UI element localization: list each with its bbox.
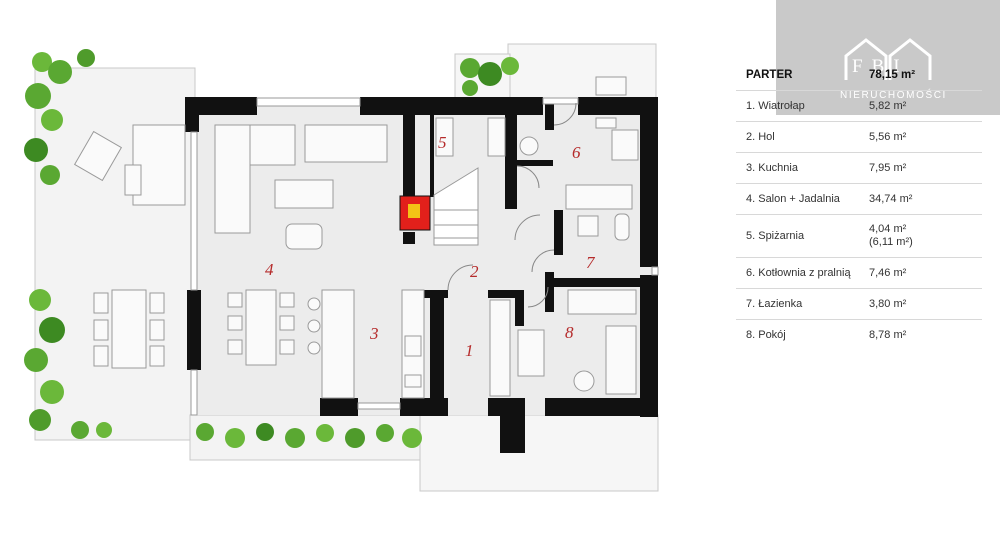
room-area: 5,56 m² (869, 130, 907, 143)
lounge-chair (73, 130, 123, 182)
room-number-4: 4 (265, 260, 274, 279)
room-area: 5,82 m² (869, 99, 907, 112)
table-row: 1. Wiatrołap 5,82 m² (736, 91, 982, 122)
table-row: 5. Spiżarnia 4,04 m² (6,11 m²) (736, 215, 982, 258)
logo-panel: FBI NIERUCHOMOŚCI (776, 0, 1000, 115)
table-header: PARTER 78,15 m² (736, 60, 982, 91)
house-logo-icon (844, 38, 932, 80)
living-room-furniture (214, 124, 425, 399)
room-area-table: PARTER 78,15 m² 1. Wiatrołap 5,82 m² 2. … (736, 60, 982, 350)
room-number-5: 5 (438, 133, 447, 152)
room-name: 2. Hol (746, 131, 775, 143)
boiler (399, 195, 431, 231)
shoe-cabinet (489, 299, 511, 397)
terrace-back-right (507, 43, 657, 101)
room-area: 4,04 m² (6,11 m²) (869, 223, 913, 249)
room-number-3: 3 (369, 324, 379, 343)
terrace-furniture (73, 76, 627, 369)
room-number-2: 2 (470, 262, 479, 281)
outdoor-dining-table (111, 289, 147, 369)
table-row: 7. Łazienka 3,80 m² (736, 289, 982, 320)
side-table (573, 370, 595, 392)
fixtures (399, 117, 639, 397)
room-number-7: 7 (586, 253, 596, 272)
room-area: 7,95 m² (869, 161, 907, 174)
table-row: 8. Pokój 8,78 m² (736, 320, 982, 350)
room-area: 3,80 m² (869, 297, 907, 310)
toilet (519, 136, 539, 156)
table-row: 3. Kuchnia 7,95 m² (736, 153, 982, 184)
table-row: 2. Hol 5,56 m² (736, 122, 982, 153)
room-number-1: 1 (465, 341, 474, 360)
room-name: 4. Salon + Jadalnia (746, 193, 840, 205)
room-name: 8. Pokój (746, 329, 786, 341)
room-area: 34,74 m² (869, 192, 913, 205)
room-area: 7,46 m² (869, 266, 907, 279)
room-name: 6. Kotłownia z pralnią (746, 267, 851, 279)
kitchen-island (321, 289, 355, 399)
room-number-8: 8 (565, 323, 574, 342)
logo-caption: NIERUCHOMOŚCI (840, 90, 947, 101)
door-swings (447, 102, 577, 308)
staircase (433, 167, 479, 246)
room-area: 8,78 m² (869, 328, 907, 341)
pantry-shelf (435, 117, 454, 157)
wardrobe (567, 289, 637, 315)
interior-walls (403, 100, 643, 400)
floor-name: PARTER (746, 69, 793, 81)
room-name: 7. Łazienka (746, 298, 803, 310)
room-number-6: 6 (572, 143, 581, 162)
room-name: 5. Spiżarnia (746, 230, 805, 242)
table-row: 6. Kotłownia z pralnią 7,46 m² (736, 258, 982, 289)
dining-table (245, 289, 277, 366)
entry-porch (419, 414, 659, 492)
room-name: 3. Kuchnia (746, 162, 798, 174)
total-area: 78,15 m² (869, 68, 916, 81)
coffee-table (274, 179, 334, 209)
room-area-alt-value: (6,11 m²) (869, 236, 913, 248)
room-area-value: 4,04 m² (869, 223, 907, 235)
garden-plants (24, 49, 519, 448)
room-name: 1. Wiatrołap (746, 100, 805, 112)
exterior-walls (185, 97, 658, 453)
table-row: 4. Salon + Jadalnia 34,74 m² (736, 184, 982, 215)
windows (190, 97, 659, 416)
garden-bench (595, 76, 627, 96)
bed-sofa (605, 325, 637, 395)
pouf (285, 223, 323, 250)
logo-letters: FBI (852, 56, 909, 77)
